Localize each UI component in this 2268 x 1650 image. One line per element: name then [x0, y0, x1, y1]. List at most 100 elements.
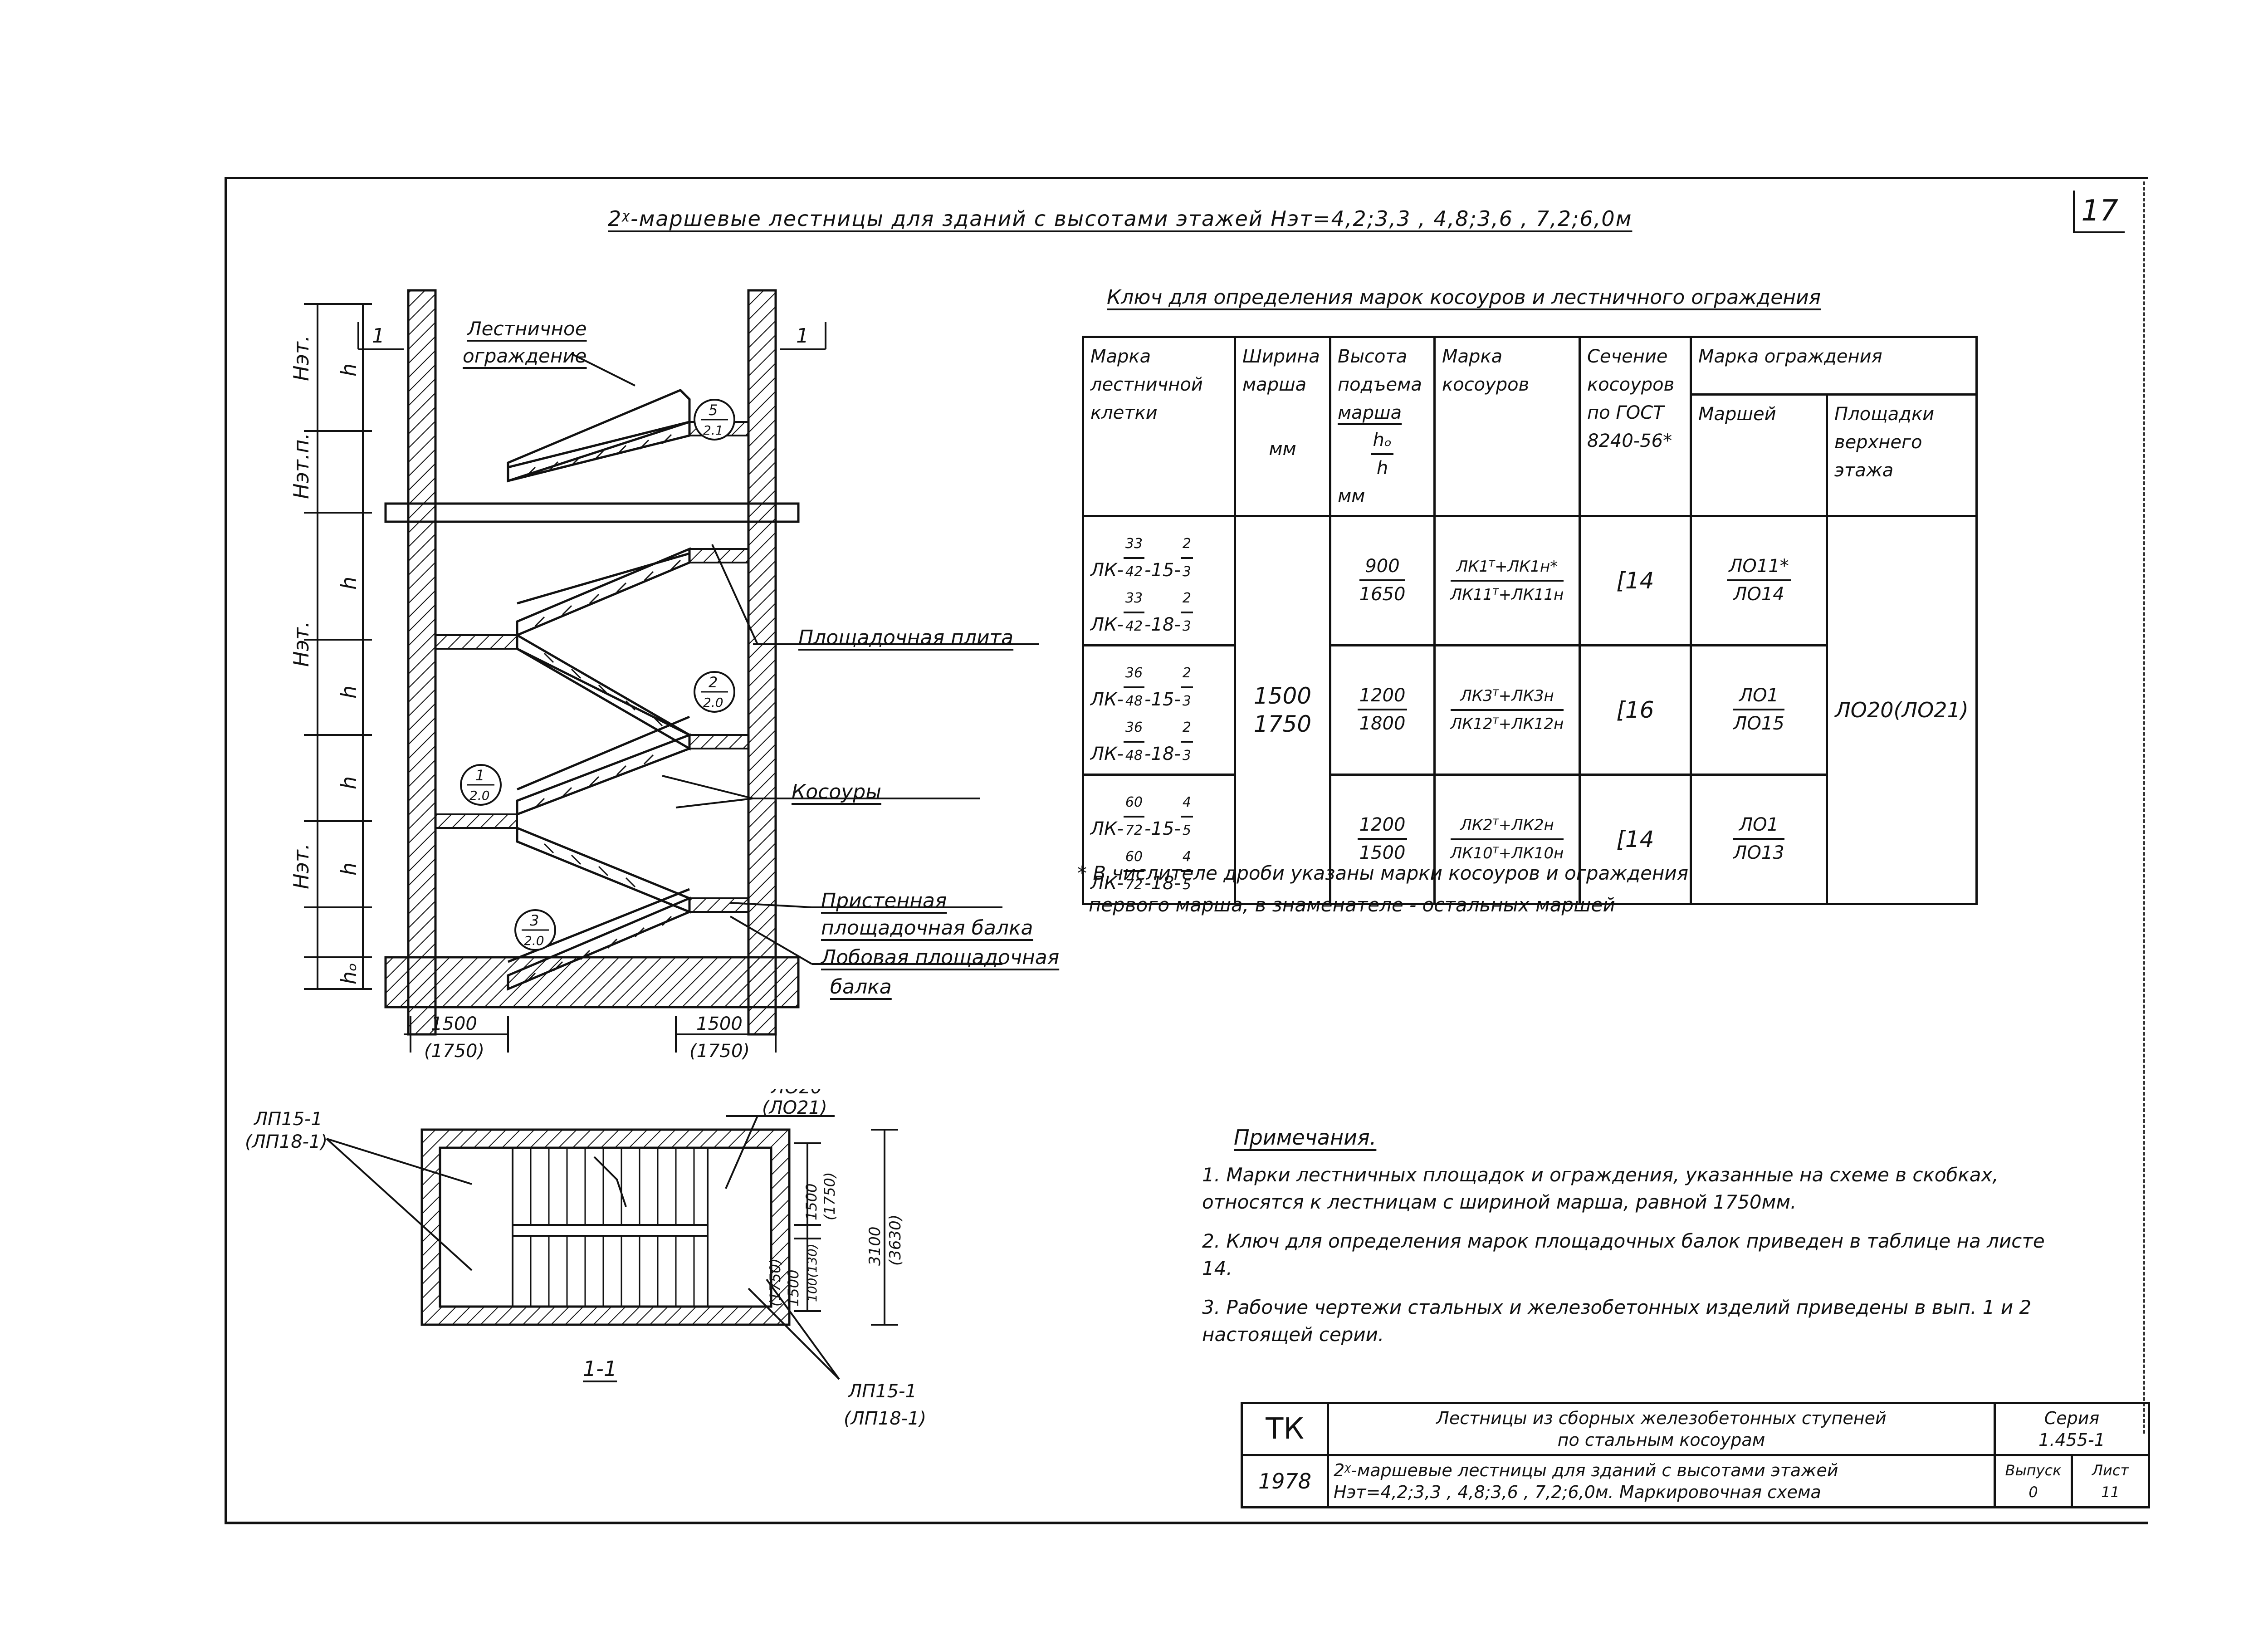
- callout-railing-2: ограждение: [463, 345, 587, 367]
- cut-mark-left: 1: [372, 324, 385, 348]
- landing-2: [435, 634, 518, 650]
- header-stringer-mark: Марка косоуров: [1433, 336, 1581, 517]
- flight-4: [516, 733, 691, 816]
- header-cell-mark: Марка лестничной клетки: [1082, 336, 1236, 517]
- header-top-landing: Площадки верхнего этажа: [1825, 393, 1978, 517]
- dim-h-1: h: [337, 363, 361, 377]
- plan-label-top-left-alt: (ЛП18-1): [245, 1131, 327, 1152]
- title-block-series: Серия 1.455-1: [1994, 1402, 2150, 1456]
- cut-mark-right: 1: [796, 324, 809, 348]
- plan-dim-1-alt: (1750): [821, 1172, 838, 1220]
- notes-title: Примечания.: [1234, 1125, 1377, 1150]
- dim-h-3: h: [337, 685, 361, 699]
- dim-H-mid: Нэт.: [289, 621, 313, 667]
- table-footnote-2: первого марша, в знаменателе - остальных…: [1089, 894, 1615, 916]
- right-wall: [747, 289, 777, 1036]
- title-block: ТК Лестницы из сборных железобетонных ст…: [1241, 1402, 2150, 1508]
- cell-top-railing: ЛО20(ЛО21): [1825, 515, 1978, 905]
- plan-dim-2: 100(130): [805, 1244, 820, 1302]
- plan-dim-3: 1500: [785, 1270, 802, 1307]
- railing-top: [507, 389, 691, 483]
- plan-section-ref: 1-1: [583, 1356, 617, 1381]
- notes-list: 1. Марки лестничных площадок и ограждени…: [1202, 1161, 2055, 1360]
- marker-3-num: 3: [530, 912, 539, 929]
- dim-left-width: 1500: [431, 1014, 477, 1034]
- plan-label-top-right: ЛО20: [770, 1089, 822, 1098]
- dim-h-5: h: [337, 862, 361, 876]
- landing-4: [689, 734, 749, 749]
- header-section: Сечение косоуров по ГОСТ 8240-56*: [1579, 336, 1692, 517]
- plan-label-bottom-right-alt: (ЛП18-1): [844, 1408, 926, 1429]
- plan-label-top-right-alt: (ЛО21): [762, 1097, 827, 1118]
- dim-left-width-alt: (1750): [424, 1041, 484, 1062]
- header-railing-mark: Марка ограждения: [1689, 336, 1978, 396]
- key-table-title: Ключ для определения марок косоуров и ле…: [1107, 286, 1821, 309]
- plan-dim-total-alt: (3630): [886, 1214, 904, 1266]
- plan-dim-1: 1500: [803, 1184, 820, 1220]
- marker-2-den: 2.0: [703, 695, 723, 710]
- cell-stringer-1: ЛК1ᵀ+ЛК1н*ЛК11ᵀ+ЛК11н: [1433, 515, 1581, 646]
- cell-section-3: [14: [1579, 774, 1692, 905]
- callout-stringers: Косоуры: [792, 780, 881, 803]
- callout-wall-beam-2: площадочная балка: [821, 916, 1033, 940]
- note-1: 1. Марки лестничных площадок и ограждени…: [1202, 1164, 1999, 1213]
- cell-march-1: ЛО11*ЛО14: [1690, 515, 1828, 646]
- plan-label-top-left: ЛП15-1: [253, 1109, 323, 1130]
- plan-dim-total: 3100: [866, 1226, 884, 1266]
- dim-H-top: Нэт.: [289, 335, 313, 381]
- staircase-plan-drawing: ЛП15-1 (ЛП18-1) ЛО20 (ЛО21) ЛП15-1 (ЛП18…: [245, 1089, 926, 1429]
- marker-5-num: 5: [709, 401, 718, 419]
- title-block-year: 1978: [1241, 1454, 1329, 1508]
- dim-right-width: 1500: [696, 1014, 743, 1034]
- header-march: Маршей: [1690, 393, 1828, 517]
- staircase-section-drawing: 1 1 Нэт. Нэт.п. Нэт. Нэт. h h h h h hₒ: [289, 289, 1039, 1062]
- key-table: Марка лестничной клетки Ширина марша мм …: [1082, 336, 1978, 905]
- callout-landing-slab: Площадочная плита: [798, 626, 1014, 649]
- floor-slab-bottom: [384, 956, 800, 1009]
- landing-6: [689, 897, 749, 913]
- marker-2-num: 2: [709, 674, 718, 691]
- sheet-frame: [225, 177, 2148, 1524]
- left-wall: [407, 289, 437, 1036]
- table-footnote-1: * В числителе дроби указаны марки косоур…: [1077, 862, 1688, 884]
- floor-slab-top: [384, 502, 800, 523]
- callout-front-beam-1: Лобовая площадочная: [821, 946, 1060, 969]
- marker-5-den: 2.1: [703, 423, 723, 438]
- cell-section-2: [16: [1579, 644, 1692, 776]
- title-block-sheet: Лист 11: [2071, 1454, 2150, 1508]
- marker-1-den: 2.0: [469, 788, 490, 803]
- title-block-top: Лестницы из сборных железобетонных ступе…: [1327, 1402, 1996, 1456]
- dim-H-top-p: Нэт.п.: [289, 433, 313, 499]
- dim-h-2: h: [337, 577, 361, 590]
- note-3: 3. Рабочие чертежи стальных и железобето…: [1202, 1296, 2032, 1346]
- dim-H-low: Нэт.: [289, 843, 313, 889]
- sheet-number: 17: [2073, 191, 2125, 233]
- flight-2: [516, 547, 691, 637]
- title-block-org: ТК: [1241, 1402, 1329, 1456]
- note-2: 2. Ключ для определения марок площадочны…: [1202, 1230, 2045, 1279]
- dim-h-zero: hₒ: [337, 963, 361, 984]
- plan-dim-3-alt: (1750): [767, 1258, 784, 1307]
- callout-railing-1: Лестничное: [467, 318, 587, 340]
- header-width: Ширина марша мм: [1234, 336, 1331, 517]
- title-block-bottom: 2ᵡ-маршевые лестницы для зданий с высота…: [1327, 1454, 1996, 1508]
- plan-label-bottom-right: ЛП15-1: [847, 1381, 917, 1402]
- title-block-issue: Выпуск 0: [1994, 1454, 2073, 1508]
- marker-3-den: 2.0: [524, 933, 544, 948]
- cell-width: 1500 1750: [1234, 515, 1331, 905]
- marker-1-num: 1: [475, 767, 484, 784]
